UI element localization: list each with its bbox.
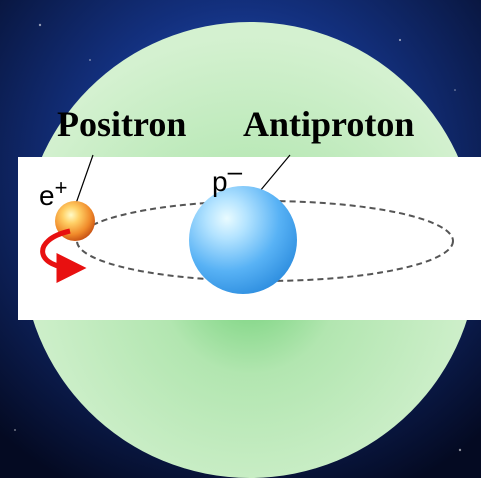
antiproton-label: Antiproton bbox=[243, 104, 414, 144]
positron-charge: + bbox=[55, 175, 68, 200]
antiproton-charge: – bbox=[228, 156, 243, 186]
positron-label: Positron bbox=[57, 104, 186, 144]
antiproton bbox=[189, 186, 297, 294]
